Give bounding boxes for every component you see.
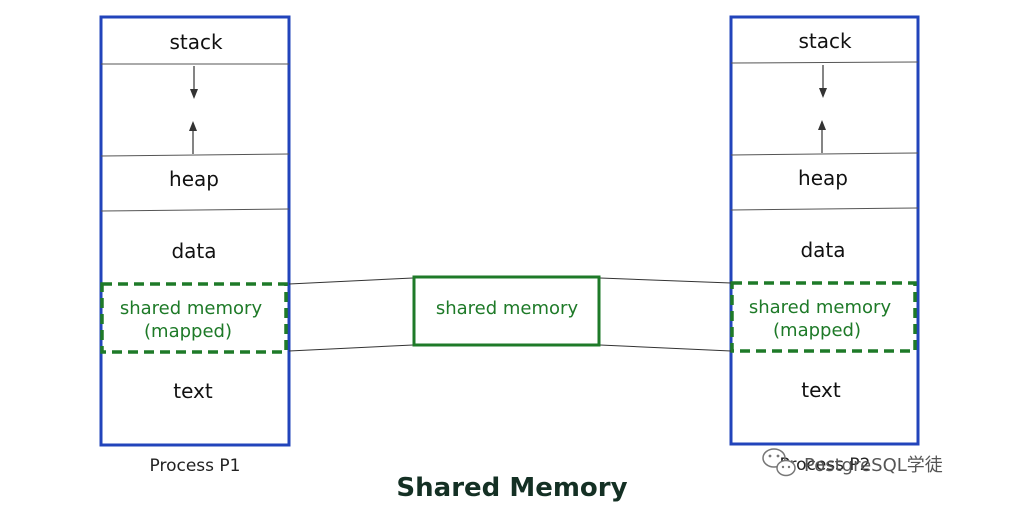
central-shared-memory-label: shared memory bbox=[436, 298, 579, 319]
central-shared-memory-box bbox=[412, 275, 601, 347]
p1-heap-label: heap bbox=[169, 167, 219, 191]
central-shared-memory: shared memory bbox=[288, 275, 732, 352]
mapping-line-p1-bottom bbox=[288, 344, 414, 352]
process-p1-box bbox=[99, 15, 291, 447]
p1-heap-arrow-head bbox=[189, 121, 197, 131]
p2-heap-arrow-head bbox=[818, 120, 826, 130]
p2-text-label: text bbox=[801, 378, 841, 402]
watermark: PostgreSQL学徒 bbox=[762, 448, 943, 477]
mapping-line-p1-top bbox=[288, 277, 414, 285]
p2-stack-label: stack bbox=[798, 29, 852, 53]
p2-shared-label-line1: shared memory bbox=[749, 297, 892, 318]
mapping-line-p2-bottom bbox=[599, 344, 732, 352]
p2-divider-data bbox=[730, 207, 919, 211]
process-p2: stack heap data shared memory (mapped) t… bbox=[729, 15, 920, 475]
p1-shared-region bbox=[100, 282, 288, 354]
p2-stack-arrow-head bbox=[819, 88, 827, 98]
p1-divider-heap bbox=[100, 153, 290, 157]
process-p1: stack heap data shared memory (mapped) t… bbox=[99, 15, 291, 476]
p1-stack-label: stack bbox=[169, 30, 223, 54]
p2-data-label: data bbox=[800, 238, 845, 262]
p1-stack-arrow-head bbox=[190, 89, 198, 99]
p2-heap-label: heap bbox=[798, 166, 848, 190]
p2-shared-label-line2: (mapped) bbox=[773, 320, 861, 341]
p1-caption: Process P1 bbox=[150, 456, 241, 476]
mapping-line-p2-top bbox=[599, 277, 732, 284]
p1-text-label: text bbox=[173, 379, 213, 403]
p1-shared-label-line2: (mapped) bbox=[144, 321, 232, 342]
p2-divider-stack bbox=[730, 61, 919, 64]
p2-shared-region bbox=[730, 281, 917, 353]
watermark-text: PostgreSQL学徒 bbox=[804, 455, 943, 476]
p1-shared-label-line1: shared memory bbox=[120, 298, 263, 319]
diagram-title: Shared Memory bbox=[396, 473, 627, 503]
process-p2-box bbox=[729, 15, 920, 446]
p1-divider-data bbox=[100, 208, 290, 212]
p2-divider-heap bbox=[730, 152, 919, 156]
p1-data-label: data bbox=[171, 239, 216, 263]
wechat-icon bbox=[762, 448, 796, 477]
p2-caption: Process P2 bbox=[780, 455, 871, 475]
